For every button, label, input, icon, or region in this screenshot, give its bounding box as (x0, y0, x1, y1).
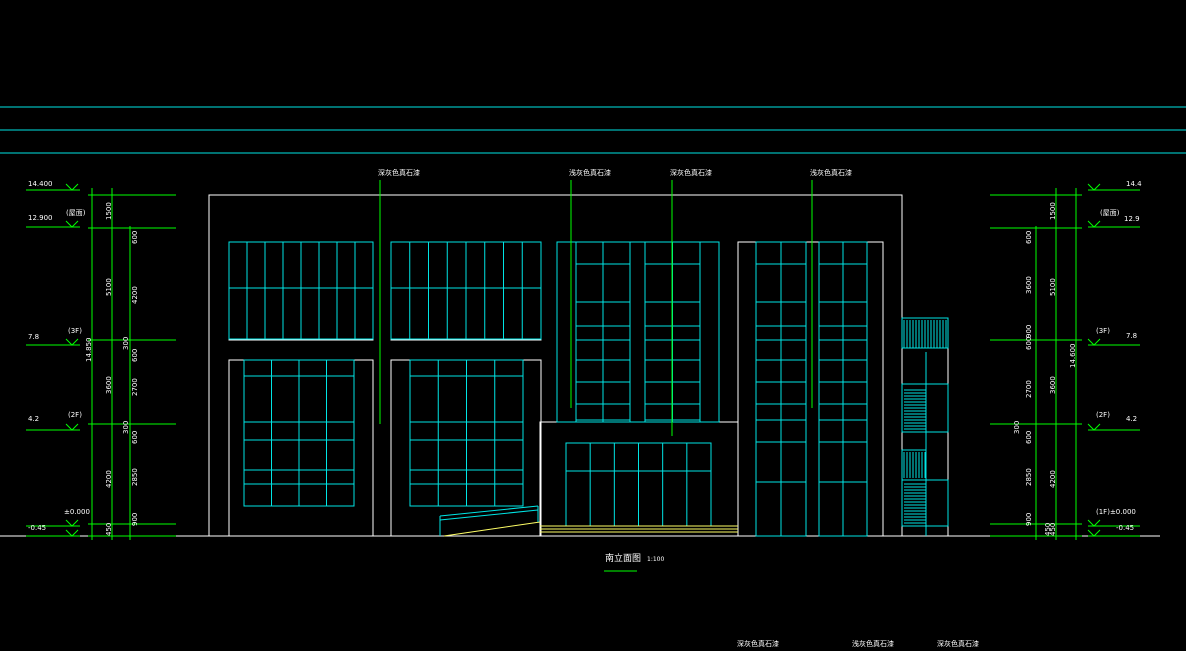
dim-value: 5100 (1049, 278, 1057, 296)
dim-value: 3600 (1025, 276, 1033, 294)
dim-value: 900 (1025, 513, 1033, 526)
guide-lines (0, 106, 1186, 154)
ramp-rail (439, 505, 539, 536)
dim-value: 1500 (105, 202, 113, 220)
entrance-steps (443, 521, 738, 537)
level-label: 4.2 (28, 415, 39, 423)
material-note: 浅灰色真石漆 (852, 639, 894, 648)
material-notes-bottom: 深灰色真石漆 浅灰色真石漆 深灰色真石漆 (737, 639, 979, 648)
level-note: (屋面) (1100, 209, 1120, 217)
dim-value: 2850 (1025, 468, 1033, 486)
material-notes-top: 深灰色真石漆 浅灰色真石漆 深灰色真石漆 浅灰色真石漆 (378, 168, 852, 177)
material-leaders (379, 180, 813, 436)
left-dimension-lines (26, 188, 176, 540)
dim-value: 2850 (131, 468, 139, 486)
dim-value: 450 (1044, 523, 1052, 536)
left-level-labels: 14.400 12.900 (屋面) 7.8 (3F) 4.2 (2F) ±0.… (28, 180, 90, 532)
level-mark (1087, 220, 1101, 228)
dim-value: 4200 (131, 286, 139, 304)
right-level-marks (1087, 183, 1101, 537)
rail-line (439, 509, 539, 521)
level-label: 12.9 (1124, 215, 1140, 223)
level-mark (65, 338, 79, 346)
material-note: 深灰色真石漆 (378, 168, 420, 177)
dim-value: 900 (1025, 325, 1033, 338)
level-mark (1087, 423, 1101, 431)
dim-value: 1500 (1049, 202, 1057, 220)
dim-value: 4200 (105, 470, 113, 488)
material-note: 深灰色真石漆 (937, 639, 979, 648)
dim-value: 600 (131, 231, 139, 244)
right-dim-text: 14.600 1500 5100 3600 4200 450 600 3600 … (1013, 202, 1077, 536)
level-mark (65, 423, 79, 431)
right-level-labels: 14.4 12.9 (屋面) 7.8 (3F) 4.2 (2F) (1F)±0.… (1096, 180, 1142, 532)
material-note: 浅灰色真石漆 (569, 168, 611, 177)
drawing-title: 南立面图 (605, 552, 641, 564)
level-label: (1F)±0.000 (1096, 508, 1136, 516)
level-label: -0.45 (28, 524, 46, 532)
level-label: 14.4 (1126, 180, 1142, 188)
level-mark (65, 183, 79, 191)
level-note: (2F) (68, 411, 82, 419)
dim-value: 600 (131, 349, 139, 362)
dim-value: 3600 (1049, 376, 1057, 394)
level-note: (3F) (1096, 327, 1110, 335)
window-frame-lower (228, 359, 374, 537)
dim-value: 4200 (1049, 470, 1057, 488)
window (556, 241, 720, 423)
level-mark (1087, 338, 1101, 346)
level-label: 7.8 (1126, 332, 1137, 340)
level-mark (1087, 519, 1101, 527)
stair-tower (901, 317, 949, 537)
dim-value: 600 (131, 431, 139, 444)
level-mark (65, 220, 79, 228)
dim-value: 2700 (1025, 380, 1033, 398)
rail-line (439, 505, 539, 517)
level-label: 14.400 (28, 180, 53, 188)
level-note: (2F) (1096, 411, 1110, 419)
dim-value: 300 (122, 421, 130, 434)
dim-value: 450 (1049, 523, 1057, 536)
material-note: 浅灰色真石漆 (810, 168, 852, 177)
level-label: 4.2 (1126, 415, 1137, 423)
dim-value: 600 (1025, 337, 1033, 350)
material-note: 深灰色真石漆 (737, 639, 779, 648)
right-dimension-lines (990, 188, 1140, 540)
dim-value: 300 (122, 337, 130, 350)
level-mark (1087, 529, 1101, 537)
dim-value: 300 (1013, 421, 1021, 434)
level-note: (屋面) (66, 209, 86, 217)
building-outline (208, 194, 949, 537)
left-dim-text: 14.850 1500 5100 3600 4200 450 600 4200 … (85, 202, 139, 536)
dim-total: 14.600 (1069, 344, 1077, 369)
level-mark (65, 519, 79, 527)
dim-value: 450 (105, 523, 113, 536)
level-label: 7.8 (28, 333, 39, 341)
ramp-line (443, 521, 541, 537)
stair-window (901, 383, 949, 433)
dim-value: 5100 (105, 278, 113, 296)
dim-value: 900 (131, 513, 139, 526)
main-facade (208, 194, 903, 537)
dim-value: 600 (1025, 431, 1033, 444)
left-level-marks (65, 183, 79, 537)
level-label: ±0.000 (64, 508, 90, 516)
dim-value: 600 (1025, 231, 1033, 244)
material-note: 深灰色真石漆 (670, 168, 712, 177)
level-mark (1087, 183, 1101, 191)
window-frame-bay (556, 241, 720, 423)
dim-value: 2700 (131, 378, 139, 396)
window-frame-bay (737, 241, 884, 537)
dim-value: 3600 (105, 376, 113, 394)
stair-window (901, 479, 949, 527)
level-mark (65, 529, 79, 537)
stair-grille (901, 317, 949, 349)
level-label: 12.900 (28, 214, 53, 222)
drawing-scale: 1:100 (647, 556, 664, 563)
level-note: (3F) (68, 327, 82, 335)
level-label: -0.45 (1116, 524, 1134, 532)
windows (228, 241, 949, 537)
dim-total: 14.850 (85, 338, 93, 363)
